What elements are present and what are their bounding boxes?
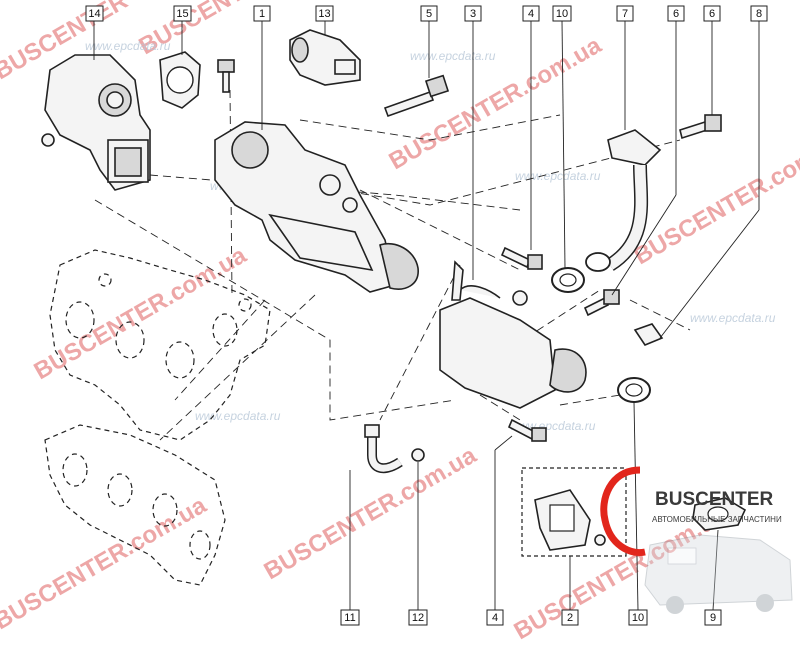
callout-4: 4 [486, 609, 504, 626]
part-10-seal-lower[interactable] [617, 377, 651, 403]
svg-text:8: 8 [756, 8, 762, 20]
part-5-bolt[interactable] [383, 74, 450, 118]
callout-7: 7 [616, 5, 634, 22]
leader-line [659, 209, 760, 339]
svg-text:12: 12 [412, 612, 424, 624]
svg-text:11: 11 [344, 612, 355, 624]
logo-swoosh [600, 466, 646, 556]
callout-9: 9 [704, 609, 722, 626]
callout-3: 3 [464, 5, 482, 22]
part-1-egr-assembly[interactable] [214, 121, 419, 293]
van-icon [644, 534, 793, 614]
part-11-hose[interactable] [364, 424, 403, 474]
callout-2: 2 [561, 609, 579, 626]
callout-11: 11 [340, 609, 360, 626]
callout-10: 10 [552, 5, 572, 22]
svg-text:15: 15 [176, 8, 188, 20]
leader-line [633, 401, 639, 611]
callout-6: 6 [667, 5, 685, 22]
part-12-clip[interactable] [411, 448, 425, 462]
part-13-actuator[interactable] [289, 29, 361, 86]
assembly-line [559, 394, 621, 406]
callout-1: 1 [253, 5, 271, 22]
callout-6: 6 [703, 5, 721, 22]
svg-text:10: 10 [556, 8, 568, 20]
callout-12: 12 [408, 609, 428, 626]
leader-line [611, 194, 677, 296]
assembly-line [94, 199, 456, 421]
part-6-bolt[interactable] [679, 114, 722, 140]
watermark-brand: BUSCENTER.com.ua [30, 241, 252, 385]
watermark-site: www.epcdata.ru [410, 49, 496, 63]
part-2-gasket-kit[interactable] [521, 467, 627, 557]
leader-line [561, 20, 566, 269]
svg-text:6: 6 [673, 8, 679, 20]
svg-text:6: 6 [709, 8, 715, 20]
svg-text:1: 1 [259, 8, 265, 20]
exhaust-manifold-outline [49, 249, 271, 441]
part-4-bolt-lower[interactable] [507, 418, 547, 442]
watermark-site: www.epcdata.ru [515, 169, 601, 183]
assembly-line [159, 294, 316, 441]
part-3-egr-cooler[interactable] [439, 260, 587, 409]
intake-manifold-outline [44, 424, 226, 586]
logo-name: BUSCENTER [655, 489, 774, 510]
assembly-line [359, 189, 521, 271]
svg-text:13: 13 [318, 8, 330, 20]
buscenter-logo: BUSCENTER АВТОМОБИЛЬНЫЕ ЗАПЧАСТИНИ [600, 466, 793, 614]
callout-13: 13 [315, 5, 334, 22]
part-6-bolt-lower[interactable] [583, 289, 620, 317]
svg-text:7: 7 [622, 8, 628, 20]
part-10-seal[interactable] [551, 267, 585, 293]
part-14-housing[interactable] [41, 54, 151, 191]
part-9-gasket[interactable] [692, 497, 747, 531]
assembly-line [629, 299, 691, 331]
svg-text:10: 10 [632, 612, 644, 624]
svg-text:14: 14 [88, 8, 100, 20]
svg-text:3: 3 [470, 8, 476, 20]
watermark-brand: BUSCENTER.com.ua [0, 491, 211, 635]
leader-line [712, 529, 719, 611]
assembly-line [379, 264, 461, 421]
callout-15: 15 [173, 5, 192, 22]
callout-14: 14 [85, 5, 104, 22]
watermark-site: www.epcdata.ru [85, 39, 171, 53]
assembly-line [479, 394, 521, 421]
svg-text:4: 4 [528, 8, 534, 20]
svg-text:5: 5 [426, 8, 432, 20]
part-4-bolt[interactable] [500, 246, 543, 270]
watermark-site: www.epcdata.ru [690, 311, 776, 325]
callout-4: 4 [522, 5, 540, 22]
assembly-line [174, 299, 266, 401]
logo-tagline: АВТОМОБИЛЬНЫЕ ЗАПЧАСТИНИ [652, 515, 782, 524]
part-8-clip[interactable] [633, 323, 664, 346]
part-7-pipe[interactable] [585, 129, 662, 272]
part-15-gasket[interactable] [159, 51, 201, 109]
bolt[interactable] [217, 59, 235, 93]
callout-10: 10 [628, 609, 648, 626]
svg-text:4: 4 [492, 612, 498, 624]
assembly-line [229, 89, 233, 296]
leader-line [494, 435, 513, 451]
assembly-line [299, 114, 561, 141]
leader-lines [93, 20, 760, 611]
callout-8: 8 [750, 5, 768, 22]
svg-text:2: 2 [567, 612, 573, 624]
watermark-site: www.epcdata.ru [195, 409, 281, 423]
svg-text:9: 9 [710, 612, 716, 624]
callout-5: 5 [420, 5, 438, 22]
